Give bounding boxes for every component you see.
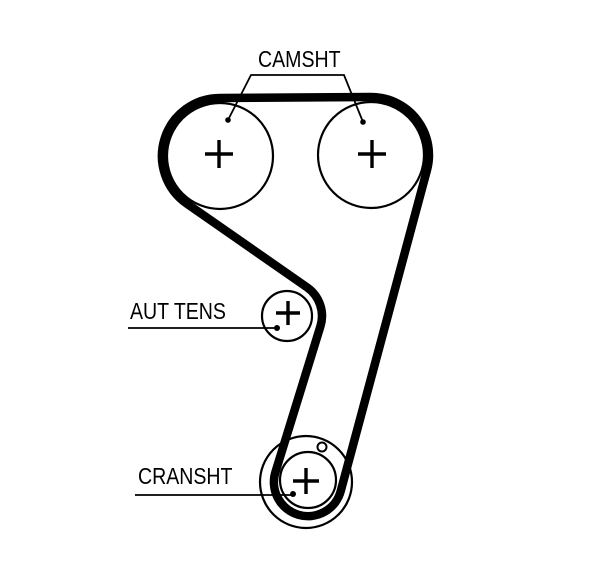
crankshaft-outer-circle [258, 434, 354, 530]
camshaft-pulley-right-circle [316, 100, 426, 210]
tensioner-label: AUT TENS [130, 298, 226, 324]
tensioner-leader-line [128, 325, 280, 331]
camshaft-left-crosshair-icon [205, 140, 233, 168]
tensioner-crosshair-icon [276, 301, 300, 325]
crankshaft-crosshair-icon [293, 468, 319, 494]
tensioner-pulley-circle [260, 289, 314, 343]
crankshaft-leader-line [135, 491, 296, 497]
crankshaft-index-hole-icon [316, 441, 328, 453]
camshaft-leader-bracket [225, 74, 366, 125]
camshaft-right-crosshair-icon [358, 140, 386, 168]
timing-belt-path [157, 92, 434, 521]
crankshaft-label: CRANSHT [138, 463, 233, 489]
camshaft-pulley-left-circle [165, 101, 275, 211]
crankshaft-inner-circle [278, 450, 338, 510]
camshaft-label: CAMSHT [258, 46, 341, 72]
